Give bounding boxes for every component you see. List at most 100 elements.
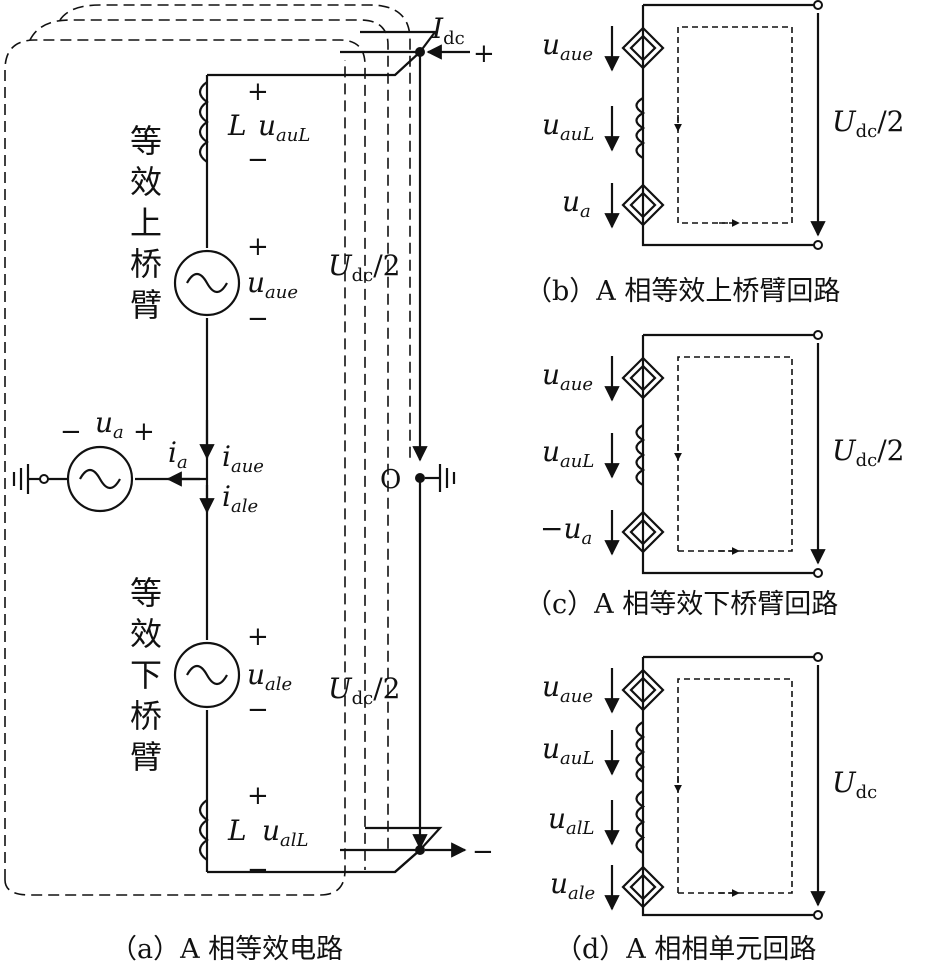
label-iaue: iaue bbox=[222, 440, 264, 477]
panel-c: uaue uauL −ua Udc/2 bbox=[540, 330, 904, 578]
caption-d: （d）A 相相单元回路 bbox=[555, 934, 816, 965]
terminal-top bbox=[813, 0, 823, 10]
plus-dc: + bbox=[473, 39, 495, 69]
source-label: uaue bbox=[542, 28, 593, 65]
voltage-label: Udc/2 bbox=[832, 105, 904, 142]
top-bus-tie bbox=[340, 30, 438, 76]
source-label: uauL bbox=[542, 435, 594, 472]
upper-arm-char-3: 上 bbox=[130, 204, 162, 242]
panel-d: uaue uauL ualL uale Udc bbox=[542, 652, 877, 920]
loop-wire bbox=[641, 657, 814, 917]
loop-wire bbox=[641, 335, 814, 575]
controlled-source-inner-icon bbox=[629, 364, 657, 392]
panel-a: 等 效 上 桥 臂 等 效 下 桥 臂 + L uauL − + uaue − … bbox=[4, 4, 495, 965]
upper-ac-wave-icon bbox=[186, 272, 228, 294]
controlled-source-icon bbox=[621, 183, 665, 227]
terminal-bottom bbox=[813, 910, 823, 920]
controlled-source-icon bbox=[621, 356, 665, 400]
controlled-source-inner-icon bbox=[629, 676, 657, 704]
terminal-top bbox=[813, 652, 823, 662]
inductor-icon bbox=[635, 790, 646, 854]
source-label: ualL bbox=[548, 802, 595, 839]
source-label: uaue bbox=[542, 358, 593, 395]
upper-arm-char-1: 等 bbox=[130, 122, 162, 160]
lower-loop bbox=[4, 60, 346, 896]
upper-loop-outer bbox=[4, 39, 366, 880]
ua-wave-icon bbox=[79, 468, 121, 490]
controlled-source-icon bbox=[621, 510, 665, 554]
label-uaue-arm: uaue bbox=[247, 266, 298, 303]
label-udc-half-upper: Udc/2 bbox=[328, 249, 400, 286]
controlled-source-inner-icon bbox=[629, 34, 657, 62]
label-L-lower: L bbox=[227, 814, 247, 847]
loop-wire bbox=[641, 5, 814, 247]
minus-dc: − bbox=[472, 837, 494, 867]
source-label: uauL bbox=[542, 732, 594, 769]
node-O bbox=[415, 473, 425, 483]
plus-upper-L: + bbox=[247, 77, 269, 107]
minus-upper-L: − bbox=[247, 145, 269, 175]
bottom-bus bbox=[207, 849, 421, 874]
inductor-icon bbox=[635, 721, 646, 783]
lower-arm-char-1: 等 bbox=[130, 574, 162, 612]
plus-lower-L: + bbox=[247, 781, 269, 811]
lower-inductor-icon bbox=[198, 799, 209, 861]
terminal-top bbox=[813, 330, 823, 340]
upper-arm-char-2: 效 bbox=[130, 163, 162, 201]
minus-lower-src: − bbox=[247, 695, 269, 725]
minus-ua: − bbox=[60, 417, 82, 447]
source-label: uaue bbox=[542, 670, 593, 707]
controlled-source-icon bbox=[621, 865, 665, 909]
panel-b: uaue uauL ua Udc/2 bbox=[542, 0, 904, 250]
source-label: −ua bbox=[540, 512, 592, 549]
label-ia: ia bbox=[168, 436, 188, 473]
upper-inductor-icon bbox=[198, 81, 209, 163]
controlled-source-inner-icon bbox=[629, 873, 657, 901]
source-label: ua bbox=[562, 185, 591, 222]
caption-a: （a）A 相等效电路 bbox=[110, 934, 343, 965]
loop-dashed bbox=[677, 356, 793, 552]
plus-upper-src: + bbox=[247, 232, 269, 262]
label-uale-arm: uale bbox=[247, 658, 292, 695]
loop-dashed bbox=[677, 26, 793, 224]
plus-lower-src: + bbox=[247, 622, 269, 652]
label-node-O: O bbox=[380, 465, 401, 495]
lower-arm-char-2: 效 bbox=[130, 615, 162, 653]
terminal-left bbox=[39, 474, 49, 484]
label-ua: ua bbox=[95, 406, 124, 443]
label-L-upper: L bbox=[227, 109, 247, 142]
controlled-source-inner-icon bbox=[629, 191, 657, 219]
lower-arm-char-4: 桥 bbox=[130, 697, 162, 735]
minus-lower-L: − bbox=[247, 855, 269, 885]
lower-arm-char-5: 臂 bbox=[130, 738, 162, 776]
inductor-icon bbox=[635, 424, 646, 486]
lower-arm-char-3: 下 bbox=[130, 656, 162, 694]
inductor-icon bbox=[635, 97, 646, 159]
caption-c: （c）A 相等效下桥臂回路 bbox=[525, 589, 838, 620]
bottom-bus-tie bbox=[340, 826, 443, 873]
label-udc-half-lower: Udc/2 bbox=[328, 672, 400, 709]
label-iale: iale bbox=[222, 480, 258, 517]
source-label: uauL bbox=[542, 108, 594, 145]
controlled-source-icon bbox=[621, 26, 665, 70]
minus-upper-src: − bbox=[247, 304, 269, 334]
terminal-bottom bbox=[813, 568, 823, 578]
source-label: uale bbox=[550, 867, 595, 904]
label-Idc: Idc bbox=[431, 12, 465, 49]
lower-ac-wave-icon bbox=[186, 664, 228, 686]
upper-loop-inner bbox=[59, 4, 411, 460]
voltage-label: Udc/2 bbox=[832, 434, 904, 471]
controlled-source-icon bbox=[621, 668, 665, 712]
voltage-label: Udc bbox=[832, 766, 877, 803]
upper-loop-mid bbox=[29, 19, 389, 850]
label-ualL: ualL bbox=[262, 814, 309, 851]
lower-ac-source-icon bbox=[173, 641, 241, 709]
upper-ac-source-icon bbox=[173, 249, 241, 317]
upper-arm-char-4: 桥 bbox=[130, 245, 162, 283]
caption-b: （b）A 相等效上桥臂回路 bbox=[525, 276, 840, 307]
controlled-source-inner-icon bbox=[629, 518, 657, 546]
loop-dashed bbox=[677, 678, 793, 894]
label-uauL: uauL bbox=[258, 109, 310, 146]
upper-arm-char-5: 臂 bbox=[130, 286, 162, 324]
